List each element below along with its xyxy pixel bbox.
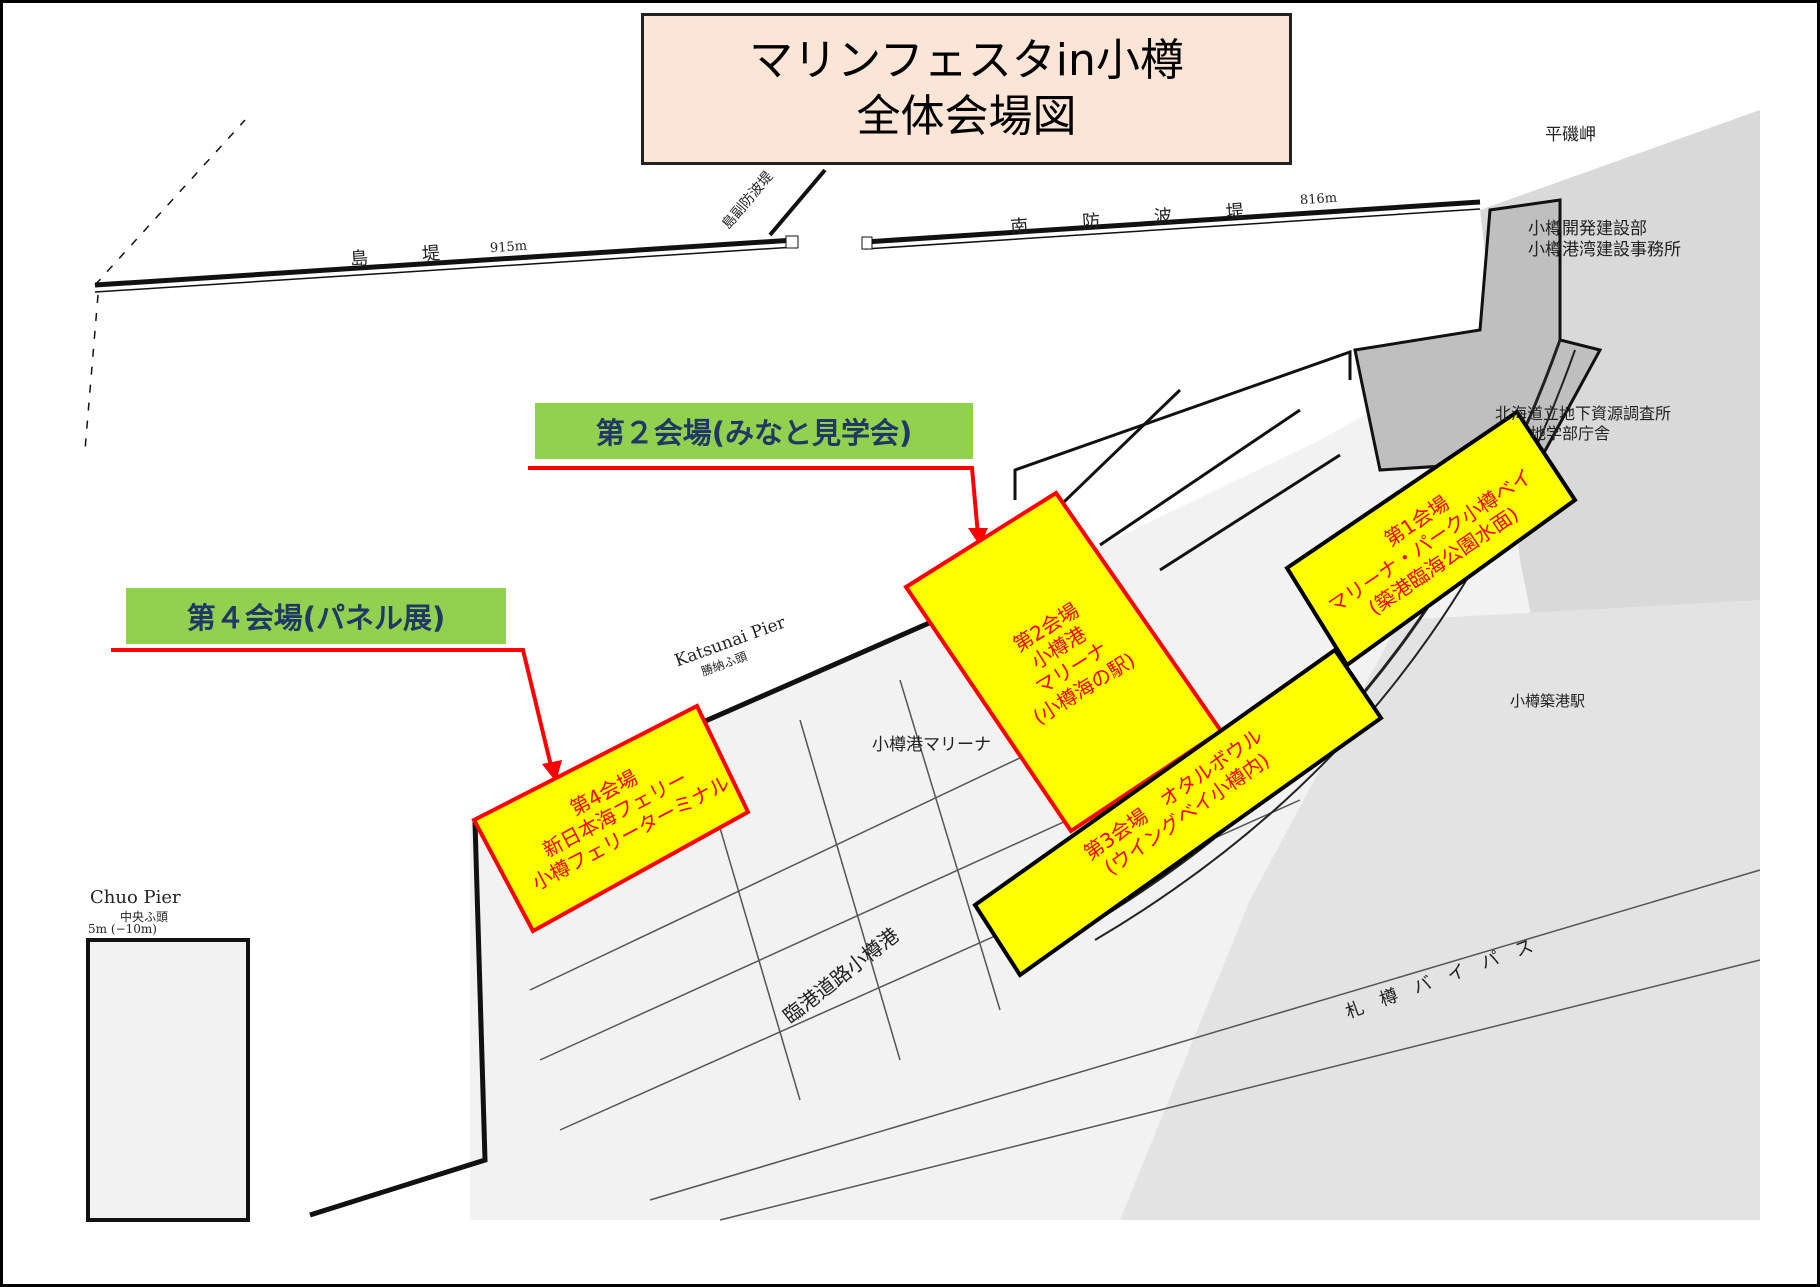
street-grid xyxy=(529,339,1761,1221)
venue-1-area xyxy=(1284,409,1578,668)
dev-office-label-2: 小樽港湾建設事務所 xyxy=(1528,240,1681,260)
dev-office-label-1: 小樽開発建設部 xyxy=(1528,219,1647,239)
geo-office-label-2: 地学部庁舎 xyxy=(1530,424,1611,443)
breakwaters xyxy=(84,119,1481,451)
venue-4-callout: 第４会場(パネル展) xyxy=(126,588,506,644)
chuo-pier-depth-label: 5m (−10m) xyxy=(88,922,157,936)
otaru-marina-label: 小樽港マリーナ xyxy=(872,735,991,755)
map-title-box: マリンフェスタin小樽 全体会場図 xyxy=(641,13,1292,165)
callout-arrows xyxy=(111,466,980,771)
hiraiso-cape-label: 平磯岬 xyxy=(1545,125,1596,145)
south-breakwater-length: 816m xyxy=(1299,190,1338,209)
chikko-station-label: 小樽築港駅 xyxy=(1510,692,1586,710)
island-breakwater-length: 915m xyxy=(489,238,528,257)
venue-4-area xyxy=(471,703,751,934)
venue-areas xyxy=(471,409,1578,978)
chuo-pier-label: Chuo Pier xyxy=(90,887,181,908)
map-title: マリンフェスタin小樽 xyxy=(749,35,1184,86)
venue-2-callout: 第２会場(みなと見学会) xyxy=(535,403,973,459)
chuo-pier-jp-label: 中央ふ頭 xyxy=(120,910,169,924)
map-subtitle: 全体会場図 xyxy=(856,91,1077,142)
venue-3-area xyxy=(972,647,1384,978)
geo-office-label-1: 北海道立地下資源調査所 xyxy=(1495,404,1672,423)
